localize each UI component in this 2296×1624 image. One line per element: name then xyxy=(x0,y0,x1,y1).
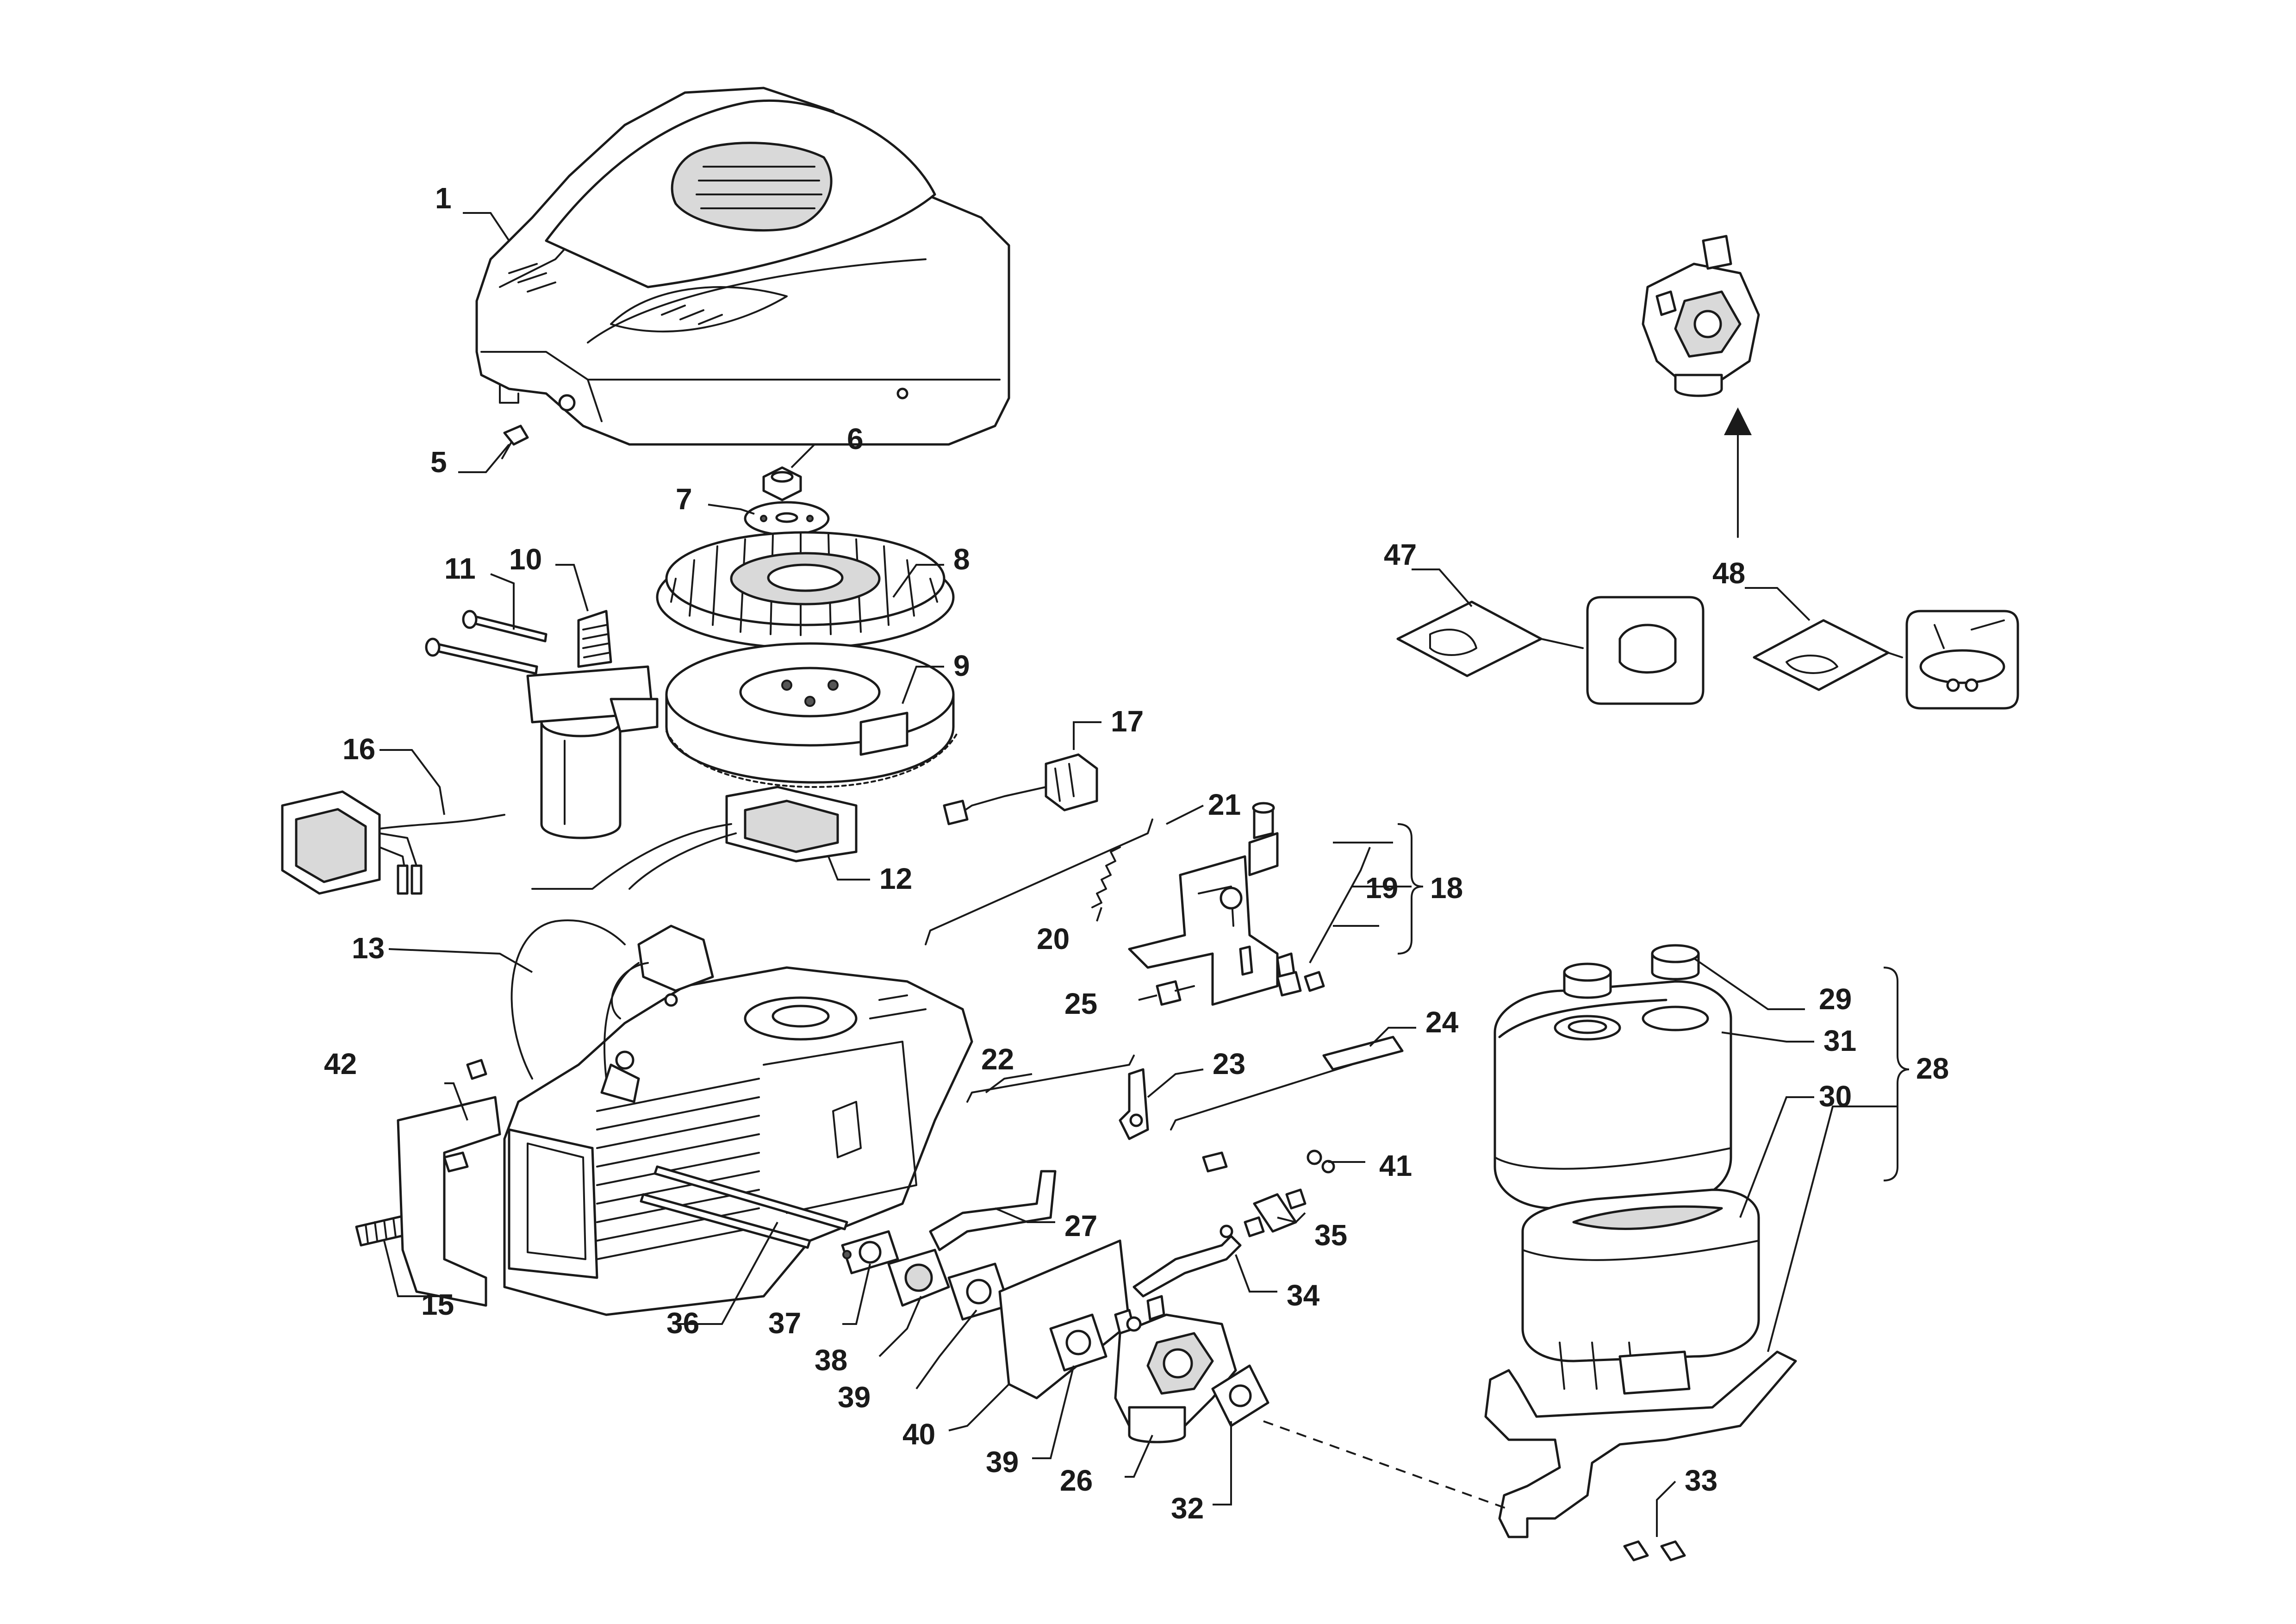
ignition-coil[interactable] xyxy=(531,786,858,890)
carburetor-inset[interactable] xyxy=(1642,235,1760,397)
callout-labels: 1 5 6 7 8 9 10 11 12 13 15 16 17 18 19 2… xyxy=(324,181,1949,1525)
callout-33: 33 xyxy=(1685,1464,1717,1497)
callout-18: 18 xyxy=(1430,871,1463,905)
callout-25: 25 xyxy=(1064,987,1097,1020)
callout-12: 12 xyxy=(879,862,912,895)
governor-spring[interactable] xyxy=(1091,846,1121,908)
callout-29: 29 xyxy=(1819,982,1852,1016)
callout-27: 27 xyxy=(1064,1209,1097,1243)
callout-10: 10 xyxy=(509,543,542,576)
carburetor-gasket[interactable] xyxy=(1049,1313,1108,1372)
fuel-valve[interactable] xyxy=(1220,1188,1307,1238)
callout-28: 28 xyxy=(1916,1052,1949,1085)
fuel-hose[interactable] xyxy=(1132,1235,1242,1298)
callout-36: 36 xyxy=(666,1306,699,1340)
carburetor[interactable] xyxy=(1114,1295,1237,1443)
callout-13: 13 xyxy=(352,931,385,965)
callout-19: 19 xyxy=(1365,871,1398,905)
intake-gasket[interactable] xyxy=(841,1230,899,1274)
voltage-rectifier[interactable] xyxy=(281,790,505,895)
governor-spring-clip[interactable] xyxy=(1276,971,1325,997)
callout-41: 41 xyxy=(1379,1149,1412,1182)
starter-motor[interactable] xyxy=(526,610,659,839)
heat-shield-plate[interactable] xyxy=(998,1239,1131,1399)
callout-23: 23 xyxy=(1213,1047,1245,1081)
flywheel-nut[interactable] xyxy=(762,466,802,501)
air-filter-gasket[interactable] xyxy=(1211,1364,1269,1427)
callout-42: 42 xyxy=(324,1047,357,1081)
filler-caps[interactable] xyxy=(1563,944,1700,999)
callout-30: 30 xyxy=(1819,1080,1852,1113)
callout-37: 37 xyxy=(768,1306,801,1340)
callout-21: 21 xyxy=(1208,788,1241,821)
callout-22: 22 xyxy=(981,1043,1014,1076)
gasket-kit-47[interactable] xyxy=(1396,596,1705,705)
callout-1: 1 xyxy=(435,181,452,215)
callout-17: 17 xyxy=(1111,705,1144,738)
cooling-fan[interactable] xyxy=(656,531,955,650)
fuel-solenoid[interactable] xyxy=(943,753,1098,825)
throttle-rod[interactable] xyxy=(925,818,1153,945)
housing-screw[interactable] xyxy=(501,425,529,459)
callout-38: 38 xyxy=(815,1343,847,1377)
callout-16: 16 xyxy=(342,732,375,766)
callout-7: 7 xyxy=(676,482,692,516)
repair-kit-48[interactable] xyxy=(1753,610,2019,710)
starter-bolts[interactable] xyxy=(425,610,548,675)
callout-35: 35 xyxy=(1314,1218,1347,1252)
intake-studs[interactable] xyxy=(640,1165,848,1249)
callout-6: 6 xyxy=(847,422,864,456)
callout-47: 47 xyxy=(1384,538,1417,571)
callout-34: 34 xyxy=(1287,1279,1320,1312)
leader-lines xyxy=(380,212,1898,1537)
choke-lever[interactable] xyxy=(1119,1068,1149,1140)
callout-39b: 39 xyxy=(986,1445,1019,1479)
air-filter-base[interactable] xyxy=(1484,1342,1797,1562)
choke-rod[interactable] xyxy=(1170,1036,1404,1131)
brace-28 xyxy=(1883,967,1910,1181)
intake-spacer[interactable] xyxy=(887,1249,950,1307)
callout-9: 9 xyxy=(953,649,970,682)
callout-20: 20 xyxy=(1037,922,1070,956)
hose-clip[interactable] xyxy=(1202,1149,1335,1174)
callout-32: 32 xyxy=(1171,1492,1204,1525)
callout-8: 8 xyxy=(953,543,970,576)
callout-31: 31 xyxy=(1823,1024,1856,1057)
arrow-up-icon xyxy=(1724,407,1752,538)
alignment-line xyxy=(1263,1420,1509,1510)
callout-48: 48 xyxy=(1712,556,1745,590)
breather-hose[interactable] xyxy=(929,1170,1057,1251)
callout-39a: 39 xyxy=(838,1380,871,1414)
air-filter-element[interactable] xyxy=(1521,1188,1760,1362)
blower-housing[interactable] xyxy=(475,87,1010,446)
callout-40: 40 xyxy=(902,1418,935,1451)
engine-block[interactable] xyxy=(503,919,973,1316)
callout-26: 26 xyxy=(1060,1464,1093,1497)
callout-11: 11 xyxy=(444,552,476,585)
flywheel-washer[interactable] xyxy=(744,501,830,536)
brace-18 xyxy=(1397,823,1424,955)
choke-link-rod[interactable] xyxy=(966,1055,1135,1103)
governor-bracket[interactable] xyxy=(1128,802,1297,1006)
engine-bracket[interactable] xyxy=(397,1059,501,1307)
bracket-screw[interactable] xyxy=(1156,980,1195,1006)
air-filter-cover[interactable] xyxy=(1493,980,1732,1210)
callout-24: 24 xyxy=(1425,1006,1459,1039)
callout-5: 5 xyxy=(430,445,447,479)
callout-15: 15 xyxy=(421,1288,454,1321)
flywheel[interactable] xyxy=(665,642,959,788)
